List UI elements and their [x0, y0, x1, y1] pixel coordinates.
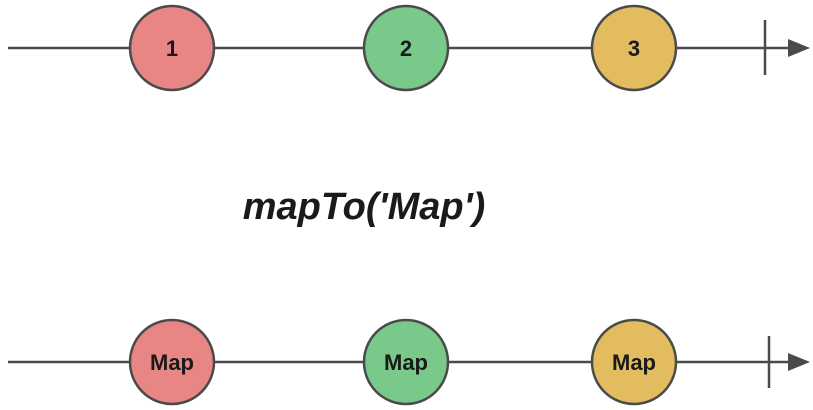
input-marble: 3: [590, 4, 678, 92]
operator-label: mapTo('Map'): [243, 186, 486, 228]
input-marble-circle: [128, 4, 216, 92]
input-stream: 1 2 3: [8, 4, 810, 92]
input-marble-label: 1: [166, 36, 178, 61]
input-marble-circle: [362, 4, 450, 92]
input-marble: 1: [128, 4, 216, 92]
input-marble-label: 3: [628, 36, 640, 61]
output-marble-circle: [362, 318, 450, 406]
input-marble: 2: [362, 4, 450, 92]
output-timeline-arrow-icon: [788, 353, 810, 371]
output-stream: Map Map Map: [8, 318, 810, 406]
input-timeline-arrow-icon: [788, 39, 810, 57]
output-marble-label: Map: [150, 350, 194, 375]
output-marble: Map: [362, 318, 450, 406]
output-marble: Map: [590, 318, 678, 406]
input-marble-label: 2: [400, 36, 412, 61]
output-marble-circle: [128, 318, 216, 406]
input-marble-circle: [590, 4, 678, 92]
output-marble-label: Map: [612, 350, 656, 375]
output-marble-label: Map: [384, 350, 428, 375]
output-marble-circle: [590, 318, 678, 406]
output-marble: Map: [128, 318, 216, 406]
